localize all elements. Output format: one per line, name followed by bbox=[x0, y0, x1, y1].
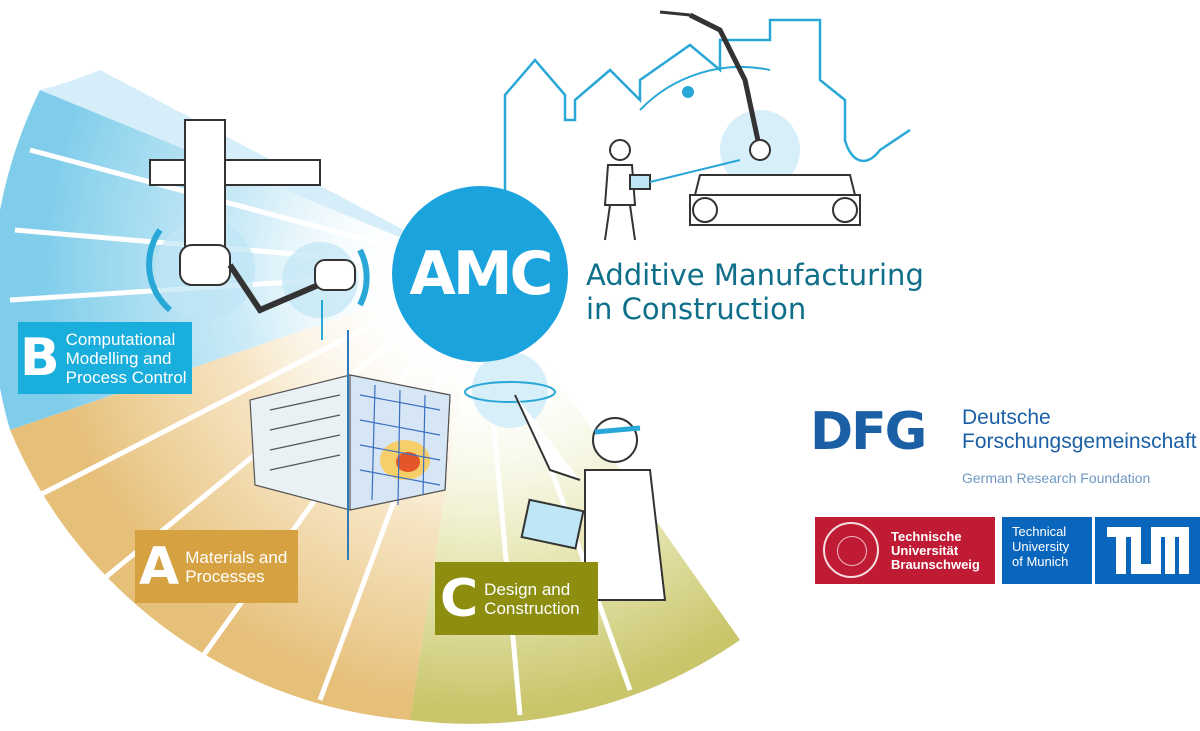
tum-logo bbox=[1095, 517, 1200, 584]
amc-acronym: AMC bbox=[409, 239, 553, 309]
area-a-label: A Materials and Processes bbox=[135, 530, 298, 603]
area-b-text: Computational Modelling and Process Cont… bbox=[65, 329, 187, 387]
amc-title: Additive Manufacturing in Construction bbox=[586, 258, 924, 326]
printed-structure bbox=[249, 330, 451, 560]
area-c-label: C Design and Construction bbox=[435, 562, 598, 635]
amc-badge: AMC bbox=[392, 186, 568, 362]
tu-braunschweig-seal-icon bbox=[823, 522, 879, 578]
amc-title-line1: Additive Manufacturing bbox=[586, 258, 924, 292]
gantry-robot bbox=[146, 119, 370, 340]
dfg-logo: DFG Deutsche Forschungsgemeinschaft Germ… bbox=[810, 404, 1200, 494]
designer-figure bbox=[464, 352, 667, 601]
tum-name: Technical University of Munich bbox=[1002, 517, 1092, 584]
amc-title-line2: in Construction bbox=[586, 292, 807, 326]
dfg-name: Deutsche Forschungsgemeinschaft bbox=[962, 406, 1197, 453]
crawler-robot bbox=[659, 10, 861, 226]
area-b-label: B Computational Modelling and Process Co… bbox=[18, 322, 192, 394]
tu-braunschweig-name: Technische Universität Braunschweig bbox=[891, 529, 980, 572]
robot-arc bbox=[639, 65, 771, 111]
area-c-text: Design and Construction bbox=[484, 579, 580, 618]
dfg-english-name: German Research Foundation bbox=[962, 470, 1151, 486]
operator-top bbox=[603, 139, 741, 241]
skyline-line bbox=[503, 18, 911, 190]
dfg-mark: DFG bbox=[810, 402, 927, 462]
tu-braunschweig-logo: Technische Universität Braunschweig bbox=[815, 517, 995, 584]
area-a-letter: A bbox=[139, 536, 180, 597]
area-c-letter: C bbox=[440, 568, 479, 629]
area-a-text: Materials and Processes bbox=[185, 547, 288, 586]
tum-logo-mark-icon bbox=[1107, 527, 1189, 574]
area-b-letter: B bbox=[20, 328, 60, 388]
